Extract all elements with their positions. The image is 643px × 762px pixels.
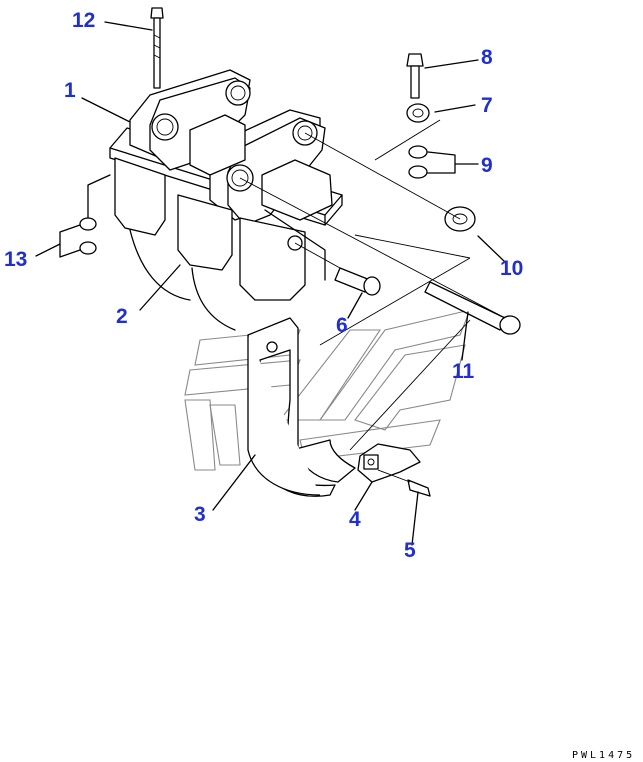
- callout-6: 6: [336, 314, 348, 337]
- callout-10: 10: [500, 257, 523, 280]
- pin-11: [424, 281, 521, 335]
- tooth-point: [357, 443, 421, 483]
- callout-8: 8: [481, 46, 493, 69]
- callout-1: 1: [64, 79, 76, 102]
- shank: [247, 317, 356, 497]
- callout-12: 12: [72, 9, 95, 32]
- callout-7: 7: [481, 94, 493, 117]
- callout-9: 9: [481, 154, 493, 177]
- bracket-assembly: [109, 69, 343, 331]
- callout-4: 4: [349, 508, 361, 531]
- watermark-logo: [184, 309, 471, 471]
- nuts-13: [79, 217, 97, 255]
- centerlines: [239, 119, 506, 483]
- callout-13: 13: [4, 248, 27, 271]
- bolt-8: [406, 53, 424, 99]
- bolt-12: [150, 7, 164, 89]
- callout-2: 2: [116, 305, 128, 328]
- nut-7: [406, 103, 430, 123]
- callout-5: 5: [404, 539, 416, 562]
- callout-11: 11: [452, 360, 475, 383]
- tooth-pin: [407, 479, 431, 497]
- callout-3: 3: [194, 503, 206, 526]
- pin-6: [334, 267, 381, 296]
- callout-labels: 1 2 3 4 5 6 7 8 9 10 11 12 13: [4, 9, 523, 562]
- nuts-9: [408, 145, 428, 179]
- drawing-code: PWL1475: [572, 750, 635, 761]
- leader-lines: [35, 21, 506, 546]
